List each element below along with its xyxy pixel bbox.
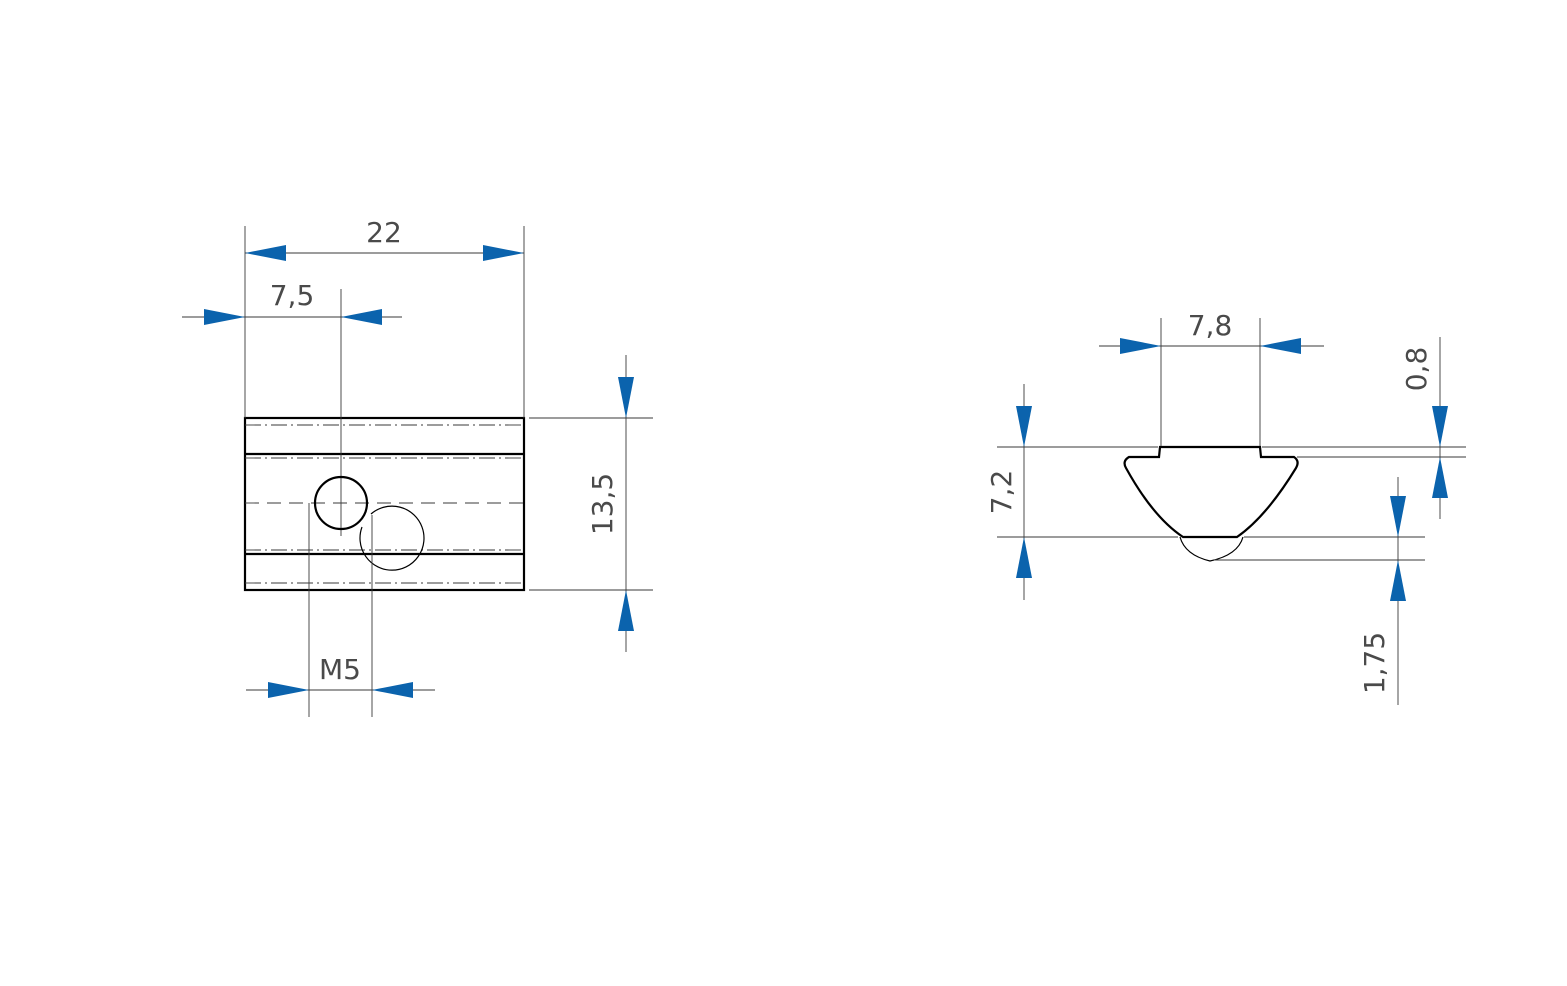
threaded-hole — [313, 475, 369, 531]
dim-label-thread: M5 — [319, 653, 361, 686]
dim-label-top-width: 7,8 — [1188, 309, 1233, 342]
arrow-right — [1260, 338, 1301, 354]
arrow-top — [1016, 406, 1032, 447]
dim-thread: M5 — [246, 503, 435, 717]
dim-label-hole-offset: 7,5 — [270, 279, 315, 312]
arrow-bottom — [618, 590, 634, 631]
dim-label-overall-width: 22 — [366, 216, 402, 249]
thread-arc — [359, 505, 425, 571]
dim-top-width: 7,8 — [1099, 309, 1324, 446]
arrow-left — [1120, 338, 1161, 354]
dim-profile-height: 7,2 — [985, 384, 1178, 600]
arrow-top — [1432, 406, 1448, 447]
dim-hole-offset: 7,5 — [182, 279, 402, 470]
arrow-right — [483, 245, 524, 261]
dim-top-step: 0,8 — [1262, 337, 1466, 519]
dim-overall-width: 22 — [244, 216, 525, 418]
spring-ball — [1179, 536, 1244, 562]
side-view: 7,8 7,2 0,8 1,75 — [985, 309, 1466, 705]
profile-outline — [1123, 445, 1299, 539]
arrow-top — [618, 377, 634, 418]
arrow-bottom — [1432, 457, 1448, 498]
dim-bottom-bump: 1,75 — [1214, 477, 1425, 705]
arrow-left — [245, 245, 286, 261]
dim-label-profile-height: 7,2 — [985, 470, 1018, 515]
arrow-bottom — [1016, 537, 1032, 578]
body-outline — [243, 416, 526, 592]
dim-height: 13,5 — [529, 355, 653, 652]
dim-label-bottom-bump: 1,75 — [1358, 632, 1391, 694]
side-view-body — [1123, 445, 1299, 562]
arrow-right — [341, 309, 382, 325]
arrow-right — [372, 682, 413, 698]
arrow-bottom — [1390, 560, 1406, 601]
dim-label-height: 13,5 — [586, 473, 619, 535]
arrow-left — [204, 309, 245, 325]
front-view: 22 7,5 13,5 M5 — [182, 216, 653, 717]
dim-label-top-step: 0,8 — [1400, 347, 1433, 392]
arrow-top — [1390, 496, 1406, 537]
arrow-left — [268, 682, 309, 698]
front-view-body — [243, 416, 526, 592]
